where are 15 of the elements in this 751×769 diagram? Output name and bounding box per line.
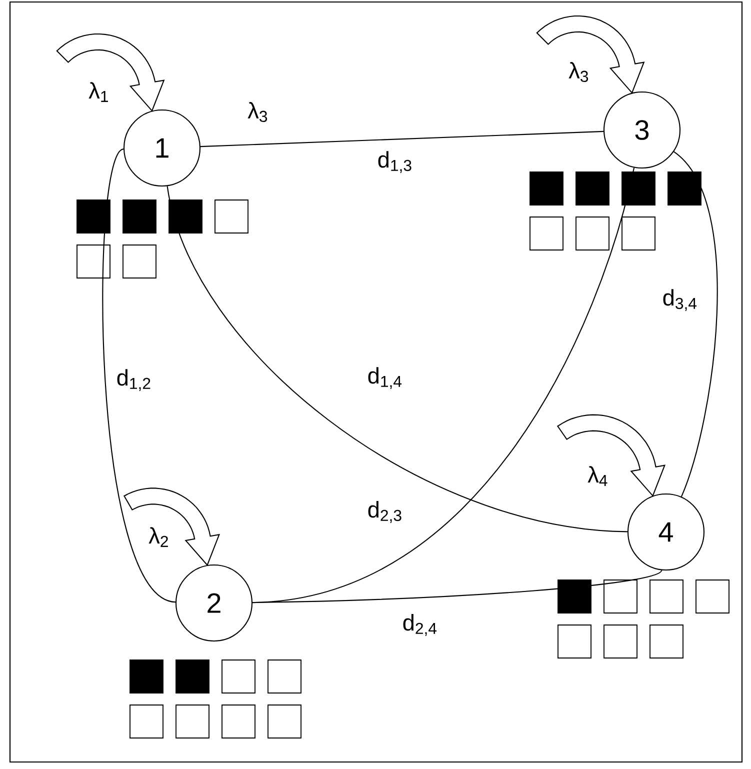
edge-label: d$_{2,4}$ bbox=[403, 614, 437, 636]
connector-line bbox=[200, 130, 604, 148]
symbol-label: λ$_{3}$ bbox=[248, 102, 268, 122]
edge-label: d$_{1,2}$ bbox=[117, 369, 150, 391]
edge-label: λ$_{2}$ bbox=[148, 527, 168, 547]
edge-label: d$_{2,3}$ bbox=[368, 501, 402, 523]
edge-label: λ$_{1}$ bbox=[88, 82, 108, 102]
edge-label: d$_{1,3}$ bbox=[378, 151, 412, 173]
connector-line bbox=[673, 151, 718, 497]
edge-label: λ$_{4}$ bbox=[588, 466, 608, 486]
connector-line bbox=[102, 148, 176, 603]
connector-line bbox=[252, 570, 662, 604]
edge-label: d$_{1,4}$ bbox=[368, 367, 402, 389]
edge-label: d$_{3,4}$ bbox=[663, 289, 697, 311]
edge-label: λ$_{3}$ bbox=[568, 62, 588, 82]
